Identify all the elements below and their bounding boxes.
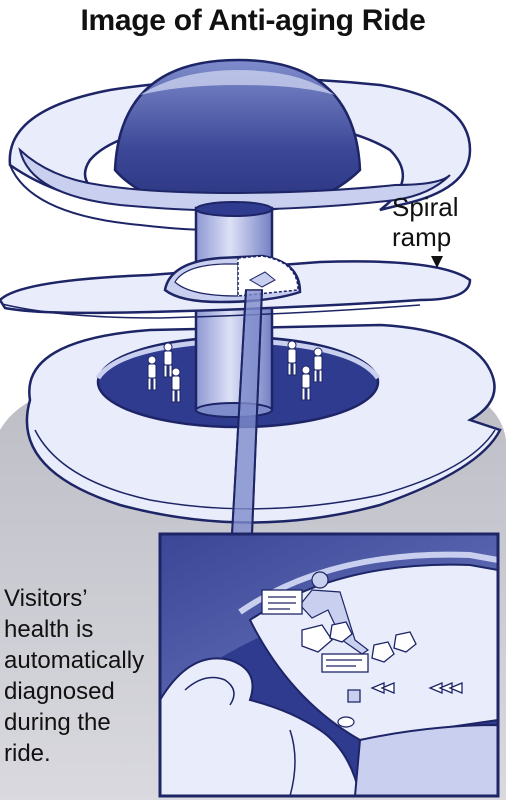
visitor-figure	[301, 365, 311, 401]
caption-line: ride.	[4, 740, 51, 767]
visitor-figure	[171, 367, 181, 403]
spiral-ramp-pointer	[431, 256, 443, 268]
visitor-figure	[147, 355, 157, 391]
body-scan-figure	[299, 571, 370, 655]
page-title: Image of Anti-aging Ride	[80, 4, 426, 37]
spiral-ramp-label: Spiral ramp	[392, 192, 458, 252]
caption-line: automatically	[4, 647, 145, 674]
visitor-figures	[147, 340, 323, 403]
caption-line: health is	[4, 616, 94, 643]
visitor-figure	[313, 347, 323, 383]
reclined-occupant	[160, 657, 362, 796]
upper-ring-front	[18, 147, 451, 212]
visitor-figure	[163, 342, 173, 378]
ride-pod	[163, 254, 302, 304]
inset-cabin-view	[158, 532, 500, 798]
caption-line: Visitors’	[4, 585, 88, 612]
zoom-connector	[230, 289, 264, 535]
screen-widgets	[261, 589, 463, 703]
spiral-ramp-label-line: ramp	[392, 222, 452, 252]
caption-line: diagnosed	[4, 678, 115, 705]
caption-line: during the	[4, 709, 111, 736]
caption: Visitors’ health is automatically diagno…	[4, 583, 164, 769]
central-dome	[113, 58, 362, 214]
visitor-figure	[287, 340, 297, 376]
spiral-ramp-label-line: Spiral	[392, 192, 459, 222]
